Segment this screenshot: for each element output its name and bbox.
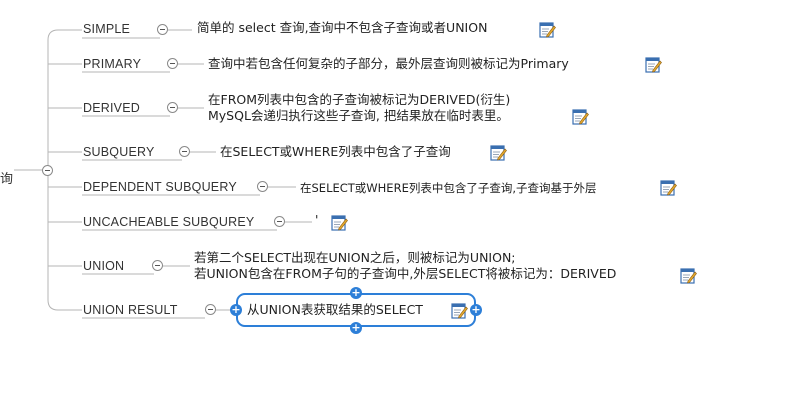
note-subquery[interactable]: 在SELECT或WHERE列表中包含了子查询: [220, 144, 451, 160]
edit-note-icon[interactable]: [331, 214, 348, 231]
topic-union[interactable]: UNION: [83, 259, 125, 273]
collapse-toggle-primary[interactable]: [167, 58, 178, 69]
topic-uncacheable-subquery[interactable]: UNCACHEABLE SUBQUREY: [83, 215, 255, 229]
edit-note-icon[interactable]: [572, 108, 589, 125]
note-derived[interactable]: 在FROM列表中包含的子查询被标记为DERIVED(衍生) MySQL会递归执行…: [208, 92, 510, 124]
edit-note-icon[interactable]: [680, 267, 697, 284]
edit-note-icon[interactable]: [490, 144, 507, 161]
note-line: 在FROM列表中包含的子查询被标记为DERIVED(衍生): [208, 92, 511, 107]
collapse-toggle-subquery[interactable]: [179, 146, 190, 157]
topic-dependent-subquery[interactable]: DEPENDENT SUBQUERY: [83, 180, 237, 194]
note-line: MySQL会递归执行这些子查询, 把结果放在临时表里。: [208, 108, 509, 123]
collapse-toggle-derived[interactable]: [167, 102, 178, 113]
note-line: 查询中若包含任何复杂的子部分，最外层查询则被标记为Primary: [208, 56, 569, 71]
note-line: 在SELECT或WHERE列表中包含了子查询: [220, 144, 451, 159]
topic-primary[interactable]: PRIMARY: [83, 57, 142, 71]
edit-note-icon[interactable]: [660, 179, 677, 196]
topic-union-result[interactable]: UNION RESULT: [83, 303, 178, 317]
root-collapse-toggle[interactable]: [42, 165, 53, 176]
collapse-toggle-union-result[interactable]: [205, 304, 216, 315]
add-node-handle-top[interactable]: +: [350, 286, 362, 299]
note-line: 在SELECT或WHERE列表中包含了子查询,子查询基于外层: [300, 181, 597, 195]
note-line: 从UNION表获取结果的SELECT: [247, 302, 423, 317]
edit-note-icon[interactable]: [451, 302, 468, 319]
topic-derived[interactable]: DERIVED: [83, 101, 140, 115]
note-primary[interactable]: 查询中若包含任何复杂的子部分，最外层查询则被标记为Primary: [208, 56, 569, 72]
collapse-toggle-dependent-subquery[interactable]: [257, 181, 268, 192]
note-union[interactable]: 若第二个SELECT出现在UNION之后，则被标记为UNION; 若UNION包…: [194, 250, 616, 282]
note-line: 简单的 select 查询,查询中不包含子查询或者UNION: [197, 20, 488, 35]
collapse-toggle-simple[interactable]: [157, 24, 168, 35]
edit-note-icon[interactable]: [539, 21, 556, 38]
note-uncacheable-subquery[interactable]: ': [315, 212, 318, 228]
note-line: ': [315, 212, 319, 227]
note-union-result[interactable]: 从UNION表获取结果的SELECT: [247, 302, 423, 318]
note-line: 若第二个SELECT出现在UNION之后，则被标记为UNION;: [194, 250, 516, 265]
note-dependent-subquery[interactable]: 在SELECT或WHERE列表中包含了子查询,子查询基于外层: [300, 180, 597, 196]
topic-simple[interactable]: SIMPLE: [83, 22, 131, 36]
add-node-handle-bottom[interactable]: +: [350, 321, 362, 334]
root-topic-label[interactable]: 询: [0, 171, 14, 186]
add-node-handle-left[interactable]: +: [230, 303, 242, 316]
collapse-toggle-uncacheable-subquery[interactable]: [274, 216, 285, 227]
edit-note-icon[interactable]: [645, 56, 662, 73]
note-line: 若UNION包含在FROM子句的子查询中,外层SELECT将被标记为：DERIV…: [194, 266, 617, 281]
note-simple[interactable]: 简单的 select 查询,查询中不包含子查询或者UNION: [197, 20, 487, 36]
collapse-toggle-union[interactable]: [152, 260, 163, 271]
add-node-handle-right[interactable]: +: [470, 303, 482, 316]
topic-subquery[interactable]: SUBQUERY: [83, 145, 155, 159]
